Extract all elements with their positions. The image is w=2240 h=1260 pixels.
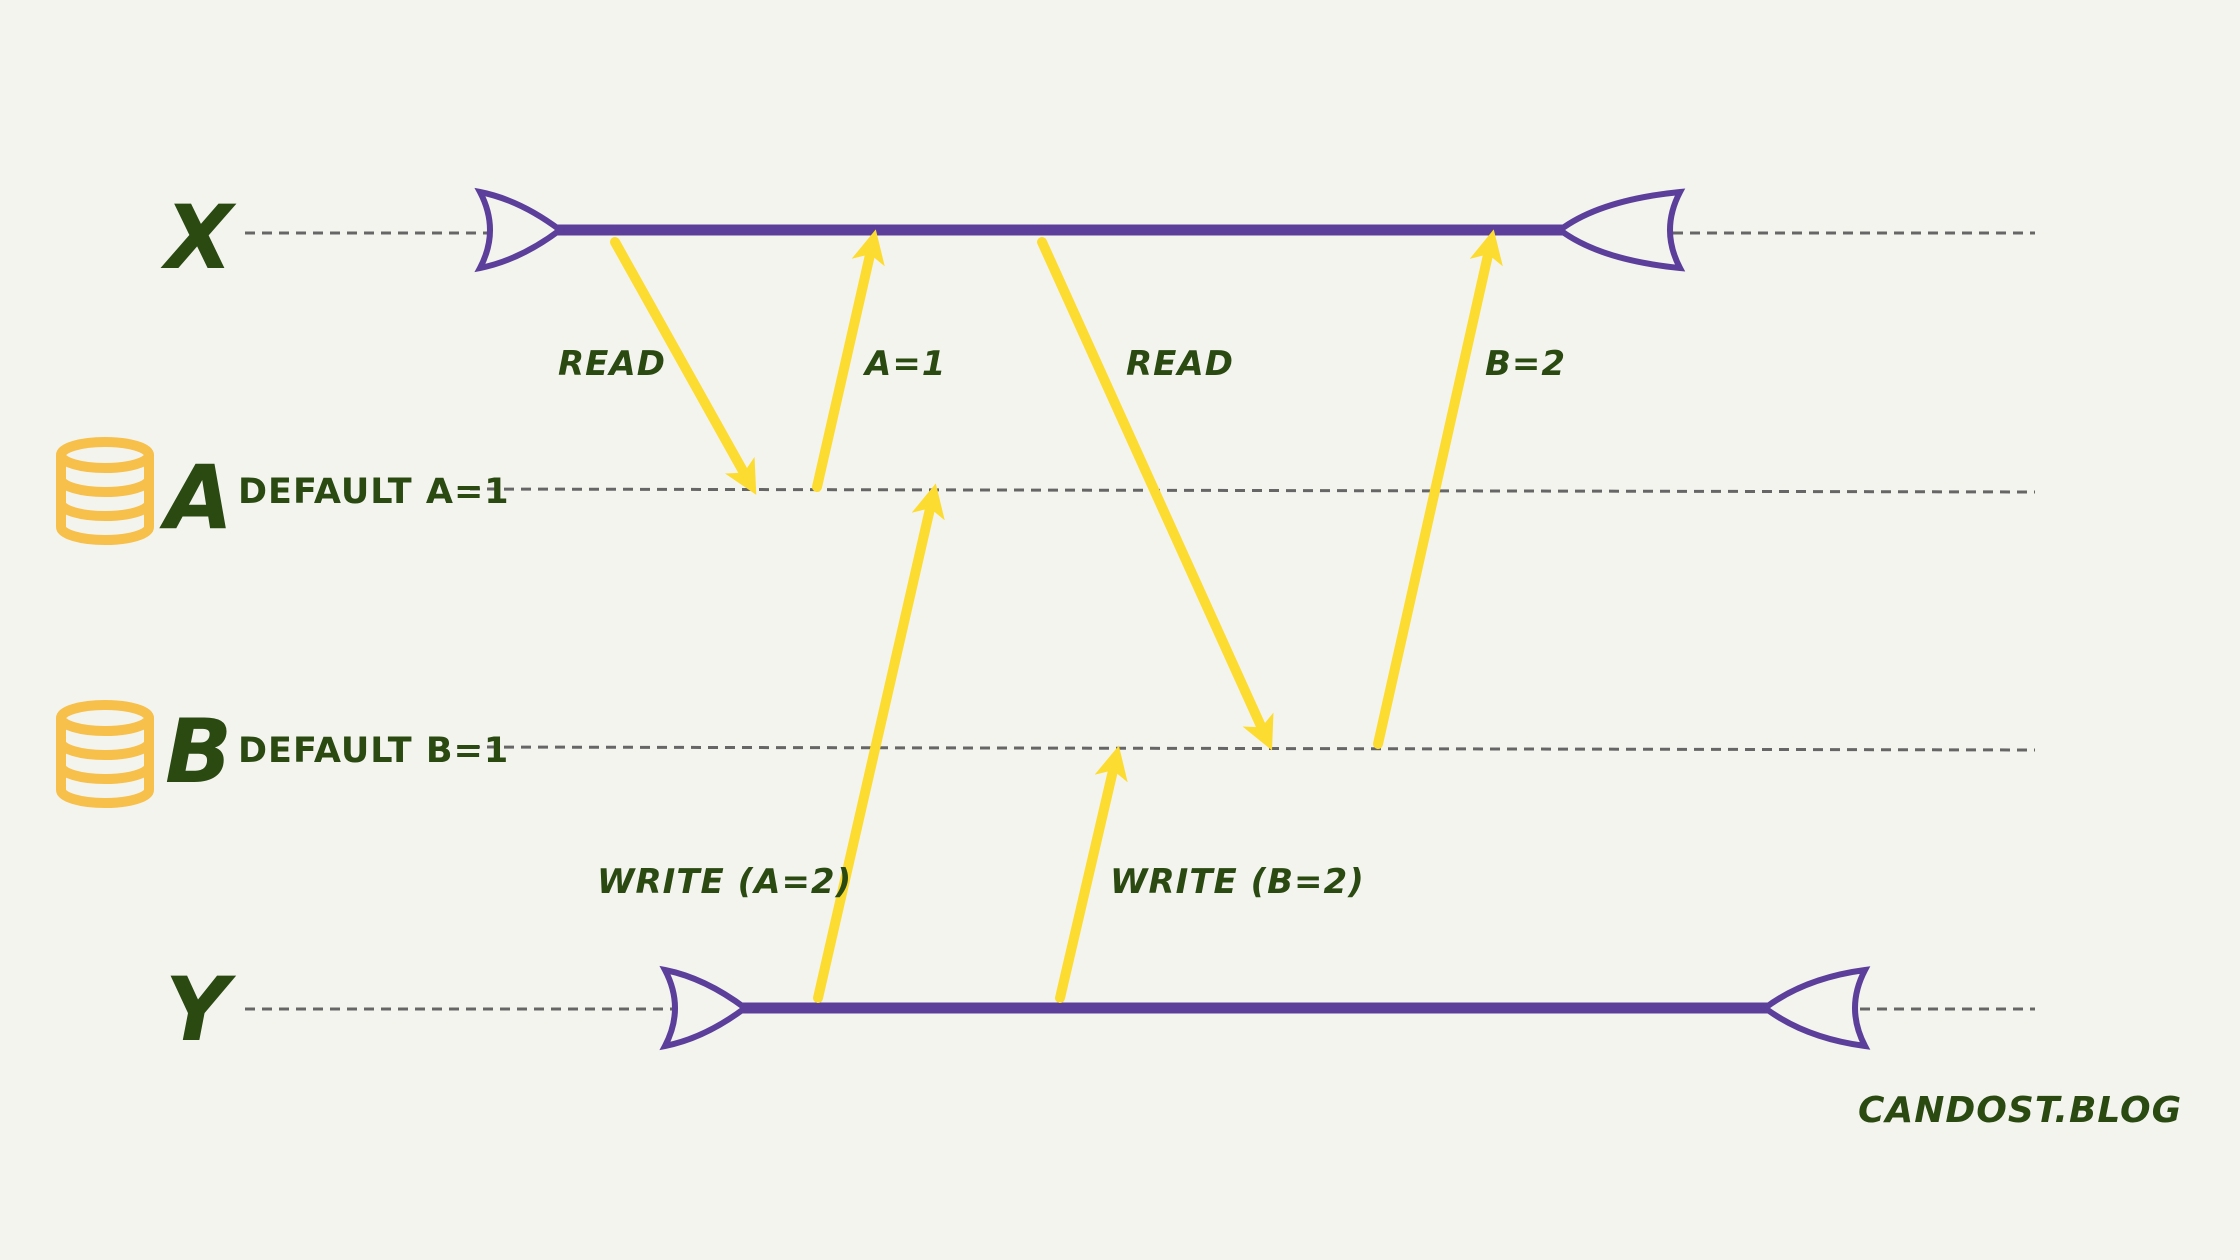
row-label-x: X <box>160 186 237 289</box>
arrow-x-read-a <box>610 237 757 495</box>
arrow-b-reply-to-x <box>1373 229 1503 749</box>
database-icon <box>56 700 154 808</box>
row-label-a: A <box>159 446 233 549</box>
transaction-y-span <box>659 965 1871 1051</box>
arrow-y-write-a <box>813 483 945 1003</box>
transaction-x-span <box>474 187 1686 273</box>
message-label-y-write-a: WRITE (A=2) <box>597 862 852 902</box>
message-label-x-read-b: READ <box>1126 344 1234 384</box>
message-label-b-reply: B=2 <box>1485 344 1566 384</box>
arrow-x-read-b <box>1037 237 1274 751</box>
default-value-a: DEFAULT A=1 <box>238 472 510 512</box>
default-value-b: DEFAULT B=1 <box>238 731 509 771</box>
arrow-y-write-b <box>1055 745 1128 1003</box>
brand-watermark: CANDOST.BLOG <box>1858 1090 2182 1131</box>
message-label-y-write-b: WRITE (B=2) <box>1110 862 1365 902</box>
arrow-a-reply-to-x <box>812 229 885 492</box>
message-label-a-reply: A=1 <box>862 344 946 384</box>
message-label-x-read-a: READ <box>558 344 666 384</box>
database-icon <box>56 437 154 545</box>
lifeline-b <box>469 745 2036 752</box>
lifeline-a <box>469 487 2036 494</box>
row-label-b: B <box>165 700 232 803</box>
row-label-y: Y <box>165 958 237 1061</box>
